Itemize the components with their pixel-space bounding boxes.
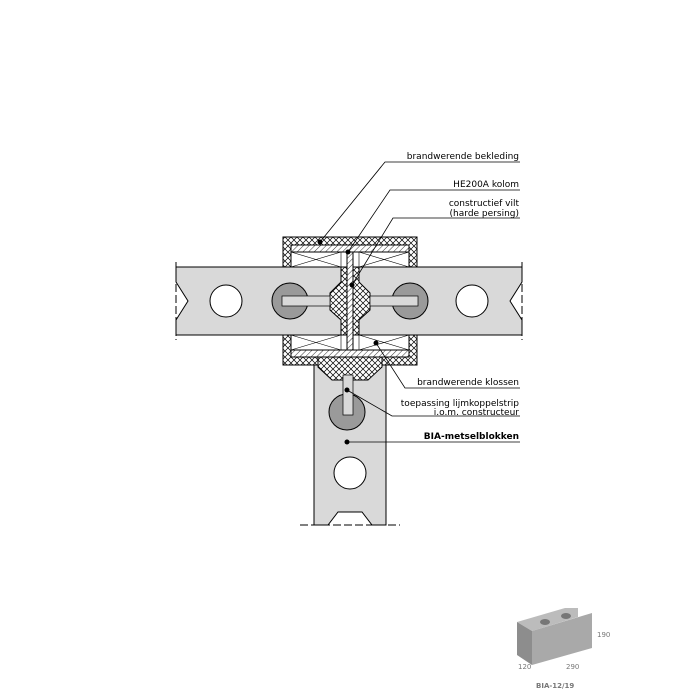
column-flange-bottom [290,349,410,358]
label-strip: toepassing lijmkoppelstrip [401,399,520,409]
label-masonry: BIA-metselblokken [424,432,519,442]
hole [333,456,367,490]
coupling-strips [281,295,419,416]
block-height: 190 [597,631,610,639]
block-width: 120 [518,663,531,671]
hole [209,284,243,318]
label-strip-2: i.o.m. constructeur [434,408,520,418]
block-length: 290 [566,663,579,671]
label-column: HE200A kolom [453,180,519,190]
label-cladding: brandwerende bekleding [407,152,519,162]
label-fire-blocks: brandwerende klossen [417,378,519,388]
fire-blocks [290,251,410,351]
label-felt: constructief vilt [449,199,520,209]
leader-lines [319,161,520,443]
hole [455,284,489,318]
block-name: BIA-12/19 [536,682,574,690]
label-felt-2: (harde persing) [450,209,519,219]
block-thumbnail: 190 120 290 BIA-12/19 [517,608,610,690]
column-web [346,251,354,351]
